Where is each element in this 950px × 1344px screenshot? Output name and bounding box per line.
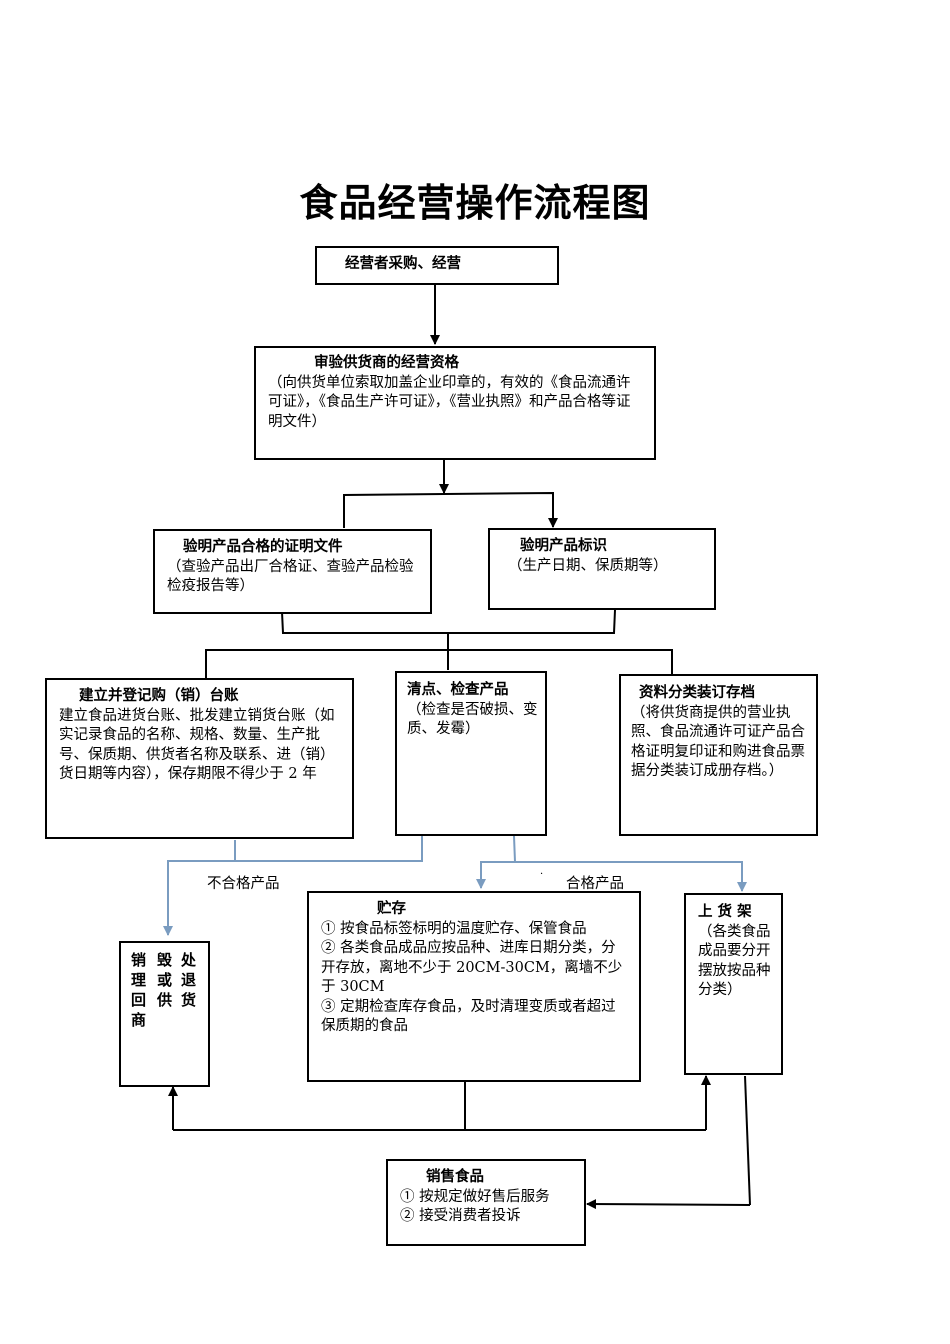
node-sales-item-1: ① 按规定做好售后服务 — [400, 1188, 550, 1205]
pass-connector-shelf — [515, 861, 747, 892]
node-inspect-body: （检查是否破损、变质、发霉） — [407, 701, 538, 738]
dispose-char: 商 — [131, 1011, 147, 1029]
node-dispose — [119, 941, 210, 1087]
dispose-char: 毁 — [157, 951, 173, 969]
pass-connector — [476, 835, 517, 889]
node-shelf-title: 上 货 架 — [698, 904, 752, 920]
node-label: 验明产品标识 （生产日期、保质期等） — [488, 528, 716, 610]
node-sales-item-2: ② 接受消费者投诉 — [400, 1208, 521, 1224]
dispose-char: 理 — [131, 971, 147, 989]
node-supplier: 审验供货商的经营资格 （向供货单位索取加盖企业印章的，有效的《食品流通许可证》，… — [254, 346, 656, 460]
node-label-title: 验明产品标识 — [520, 538, 607, 554]
node-ledger-body: 建立食品进货台账、批发建立销货台账（如实记录食品的名称、规格、数量、生产批号、保… — [59, 707, 335, 783]
node-archive-title: 资料分类装订存档 — [639, 685, 755, 701]
node-storage-title: 贮存 — [377, 901, 406, 917]
node-sales-title: 销售食品 — [426, 1169, 484, 1185]
node-supplier-body: （向供货单位索取加盖企业印章的，有效的《食品流通许可证》，《食品生产许可证》，《… — [268, 374, 631, 430]
node-shelf-body: （各类食品成品要分开摆放按品种分类） — [698, 923, 771, 999]
dispose-char: 销 — [131, 951, 147, 969]
node-label-body: （生产日期、保质期等） — [508, 557, 668, 574]
label-pass: 合格产品 — [566, 876, 624, 892]
arrow-to-sales — [586, 1199, 751, 1210]
node-certificate-title: 验明产品合格的证明文件 — [183, 539, 343, 555]
dispose-char: 退 — [181, 971, 197, 989]
dispose-char: 处 — [181, 951, 197, 969]
node-ledger-title: 建立并登记购（销）台账 — [79, 688, 239, 704]
node-archive: 资料分类装订存档 （将供货商提供的营业执照、食品流通许可证产品合格证明复印证和购… — [619, 674, 818, 836]
dispose-char: 货 — [181, 991, 197, 1009]
node-ledger: 建立并登记购（销）台账 建立食品进货台账、批发建立销货台账（如实记录食品的名称、… — [45, 678, 354, 839]
node-purchase-title: 经营者采购、经营 — [345, 256, 461, 272]
label-fail: 不合格产品 — [207, 876, 280, 892]
dispose-char: 或 — [157, 971, 173, 989]
node-sales: 销售食品 ① 按规定做好售后服务 ② 接受消费者投诉 — [386, 1159, 586, 1246]
node-purchase: 经营者采购、经营 — [315, 246, 559, 285]
storage-to-dispose-shelf-connector — [173, 1082, 706, 1131]
node-storage-item-1: ① 按食品标签标明的温度贮存、保管食品 — [321, 920, 587, 937]
node-inspect-title: 清点、检查产品 — [407, 682, 509, 698]
shelf-to-sales-connector — [744, 1075, 751, 1206]
label-pass-dot: · — [540, 869, 544, 880]
branch-connector — [205, 633, 673, 678]
node-certificate-body: （查验产品出厂合格证、查验产品检验检疫报告等） — [167, 558, 414, 595]
node-dispose-col3: 处退货 — [181, 950, 199, 1010]
dispose-char: 回 — [131, 991, 147, 1009]
page-title: 食品经营操作流程图 — [299, 180, 651, 225]
node-dispose-col2: 毁或供 — [157, 950, 175, 1010]
split-connector — [343, 491, 554, 528]
node-certificate: 验明产品合格的证明文件 （查验产品出厂合格证、查验产品检验检疫报告等） — [153, 529, 432, 614]
node-storage: 贮存 ① 按食品标签标明的温度贮存、保管食品 ② 各类食品成品应按品种、进库日期… — [307, 891, 641, 1082]
node-archive-body: （将供货商提供的营业执照、食品流通许可证产品合格证明复印证和购进食品票据分类装订… — [631, 704, 805, 780]
node-shelf: 上 货 架 （各类食品成品要分开摆放按品种分类） — [684, 893, 783, 1075]
fail-connector — [168, 836, 423, 935]
node-storage-item-3: ③ 定期检查库存食品，及时清理变质或者超过保质期的食品 — [321, 998, 616, 1035]
node-inspect: 清点、检查产品 （检查是否破损、变质、发霉） — [395, 671, 547, 836]
dispose-char: 供 — [157, 991, 173, 1009]
node-dispose-col1: 销理回商 — [131, 950, 149, 1030]
node-storage-item-2: ② 各类食品成品应按品种、进库日期分类，分开存放，离地不少于 20CM-30CM… — [321, 940, 623, 995]
node-supplier-title: 审验供货商的经营资格 — [314, 355, 459, 371]
split-arrowheads — [343, 516, 553, 528]
